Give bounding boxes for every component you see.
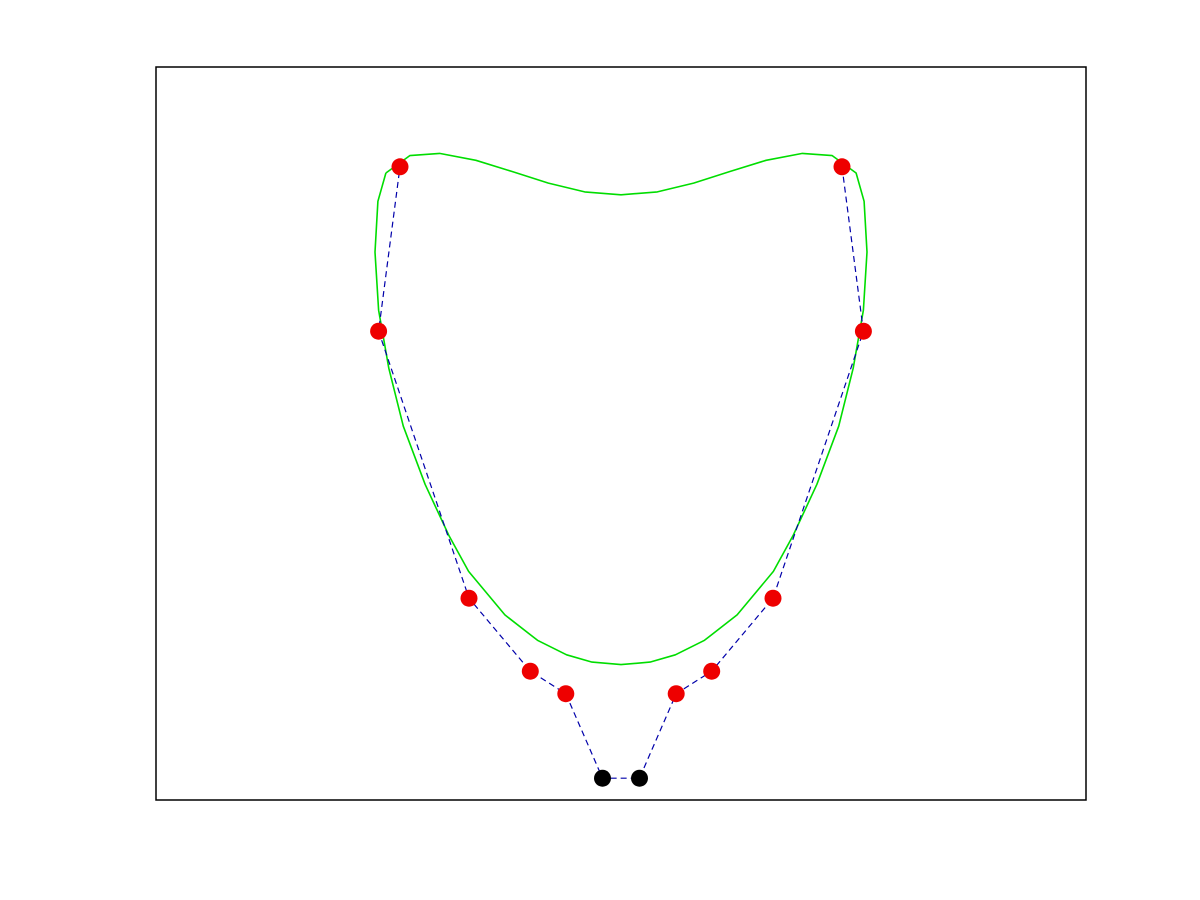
red-point-5 <box>667 685 685 703</box>
red-point-0 <box>391 158 409 176</box>
control-polygon-line <box>378 166 865 779</box>
red-point-1 <box>370 322 388 340</box>
red-point-2 <box>460 589 478 607</box>
red-point-6 <box>703 662 721 680</box>
plot-frame <box>155 66 1087 801</box>
black-point-0 <box>594 769 611 787</box>
red-point-3 <box>521 662 539 680</box>
red-point-9 <box>833 158 851 176</box>
red-point-4 <box>557 685 575 703</box>
fitted-curve-line <box>374 152 868 666</box>
black-point-1 <box>631 769 648 787</box>
red-point-8 <box>854 322 872 340</box>
red-point-7 <box>764 589 782 607</box>
plot-marks <box>370 152 872 787</box>
